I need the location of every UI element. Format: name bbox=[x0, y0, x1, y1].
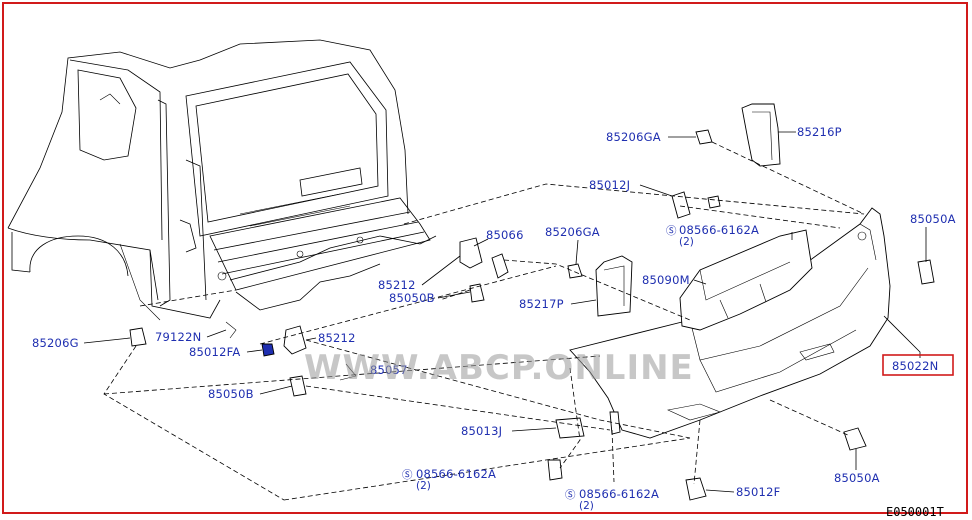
label-85013j: 85013J bbox=[461, 424, 502, 438]
leader-lines bbox=[83, 131, 927, 493]
label-08566-bot-mid: 08566-6162A bbox=[579, 487, 659, 501]
label-85012f: 85012F bbox=[736, 485, 780, 499]
diagram-frame bbox=[2, 2, 968, 514]
label-08566-top: 08566-6162A bbox=[679, 223, 759, 237]
label-08566-top-qty: (2) bbox=[679, 236, 694, 248]
diagram-code: E050001T bbox=[886, 505, 944, 519]
label-85012j: 85012J bbox=[589, 178, 630, 192]
screw-symbol-icon: Ⓢ bbox=[565, 489, 576, 501]
highlighted-part: 85022N bbox=[882, 354, 954, 376]
label-08566-bot-left: 08566-6162A bbox=[416, 467, 496, 481]
label-85217p: 85217P bbox=[519, 297, 564, 311]
label-85050b-bot: 85050B bbox=[208, 387, 254, 401]
part-labels: 85206GA 85216P 85012J 85050A Ⓢ 08566-616… bbox=[32, 125, 956, 512]
vehicle-body bbox=[7, 39, 437, 321]
watermark: WWW.ABCP.ONLINE bbox=[304, 348, 694, 388]
screw-symbol-icon: Ⓢ bbox=[402, 469, 413, 481]
label-85050b-top: 85050B bbox=[389, 291, 435, 305]
label-85206ga-top: 85206GA bbox=[606, 130, 661, 144]
label-85206ga-mid: 85206GA bbox=[545, 225, 600, 239]
label-85022n: 85022N bbox=[892, 359, 938, 373]
label-85090m: 85090M bbox=[642, 273, 690, 287]
label-08566-bot-left-qty: (2) bbox=[416, 480, 431, 492]
assembly-lines bbox=[103, 141, 865, 501]
label-85012fa: 85012FA bbox=[189, 345, 240, 359]
bumper-fascia bbox=[569, 207, 891, 439]
label-85212-top: 85212 bbox=[378, 278, 416, 292]
label-85050a-top: 85050A bbox=[910, 212, 956, 226]
label-85066: 85066 bbox=[486, 228, 524, 242]
label-85057: 85057 bbox=[370, 363, 408, 377]
label-08566-bot-mid-qty: (2) bbox=[579, 500, 594, 512]
label-85212-bot: 85212 bbox=[318, 331, 356, 345]
energy-absorber bbox=[679, 229, 813, 331]
label-85206g: 85206G bbox=[32, 336, 79, 350]
bracket-85217p bbox=[595, 255, 633, 317]
label-79122n: 79122N bbox=[155, 330, 201, 344]
label-85216p: 85216P bbox=[797, 125, 842, 139]
screw-symbol-icon: Ⓢ bbox=[666, 225, 677, 237]
bracket-85216p bbox=[741, 103, 781, 167]
label-85050a-bot: 85050A bbox=[834, 471, 880, 485]
